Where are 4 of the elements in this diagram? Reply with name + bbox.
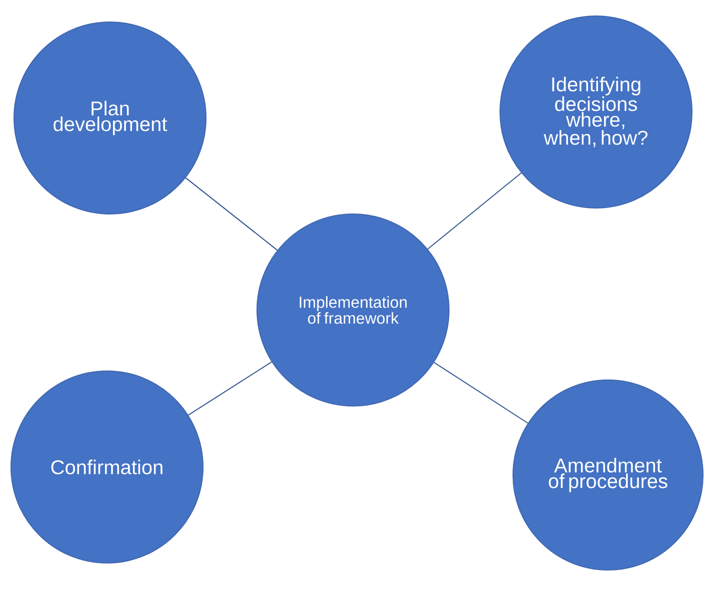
connector-line [434, 362, 528, 424]
connector-line [185, 177, 278, 251]
connector-line [427, 172, 522, 250]
connector-line [188, 361, 272, 416]
